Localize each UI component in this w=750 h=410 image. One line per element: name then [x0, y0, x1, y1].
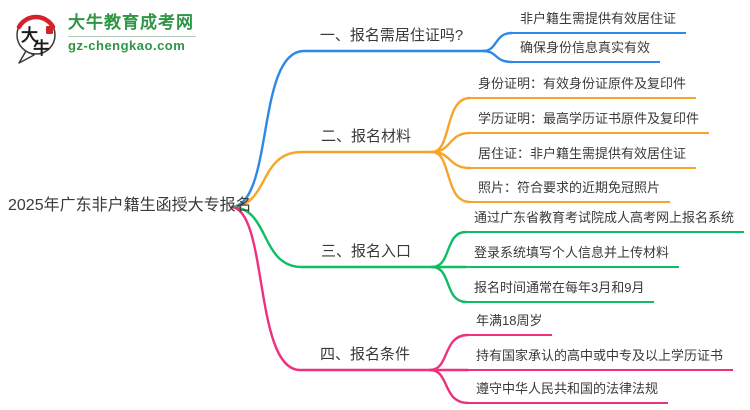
branch-3-leaf-1-link: [430, 230, 468, 269]
branch-4-main-line: [230, 205, 432, 372]
branch-4-leaf-3-link: [428, 368, 470, 405]
logo-char-da: 大: [21, 25, 38, 45]
leaf-identity-info-valid: 确保身份信息真实有效: [510, 39, 661, 63]
leaf-fill-info-upload: 登录系统填写个人信息并上传材料: [464, 244, 680, 268]
leaf-education-proof: 学历证明：最高学历证书原件及复印件: [468, 110, 710, 134]
site-logo: 大 牛 大牛教育成考网 gz-chengkao.com: [14, 12, 196, 64]
leaf-diploma-requirement: 持有国家承认的高中或中专及以上学历证书: [466, 347, 734, 371]
leaf-residence-permit: 居住证：非户籍生需提供有效居住证: [468, 145, 697, 169]
branch-3-main-line: [230, 205, 434, 269]
leaf-online-system: 通过广东省教育考试院成人高考网上报名系统: [464, 209, 745, 233]
leaf-need-residence-permit: 非户籍生需提供有效居住证: [510, 10, 687, 34]
logo-seal: [46, 26, 53, 34]
central-topic: 2025年广东非户籍生函授大专报名: [8, 197, 252, 214]
branch-1-main-line: [230, 49, 485, 209]
logo-char-niu: 牛: [33, 38, 50, 58]
branch-1-leaf-1-link: [481, 31, 514, 53]
branch-3-leaf-3-link: [430, 265, 468, 304]
leaf-identity-proof: 身份证明：有效身份证原件及复印件: [468, 75, 697, 99]
leaf-photo-requirement: 照片：符合要求的近期免冠照片: [468, 179, 671, 203]
branch-4-label: 四、报名条件: [300, 345, 430, 371]
branch-4-leaf-1-link: [428, 333, 470, 372]
leaf-age-18: 年满18周岁: [466, 312, 553, 336]
logo-red-arc: [16, 14, 56, 30]
logo-bull-icon: 大 牛: [16, 14, 56, 64]
branch-2-main-line: [230, 150, 434, 209]
leaf-obey-laws: 遵守中华人民共和国的法律法规: [466, 380, 669, 404]
leaf-registration-time: 报名时间通常在每年3月和9月: [464, 279, 655, 303]
branch-2-label: 二、报名材料: [300, 127, 432, 153]
branch-1-label: 一、报名需居住证吗?: [300, 26, 483, 52]
logo-title: 大牛教育成考网: [68, 13, 194, 32]
branch-2-leaf-4-link: [430, 150, 472, 204]
logo-divider: [68, 36, 196, 37]
branch-3-label: 三、报名入口: [300, 242, 432, 268]
branch-1-leaf-2-link: [481, 49, 514, 64]
logo-text-block: 大牛教育成考网 gz-chengkao.com: [68, 12, 196, 54]
logo-domain: gz-chengkao.com: [68, 38, 186, 53]
branch-2-leaf-1-link: [430, 96, 472, 154]
